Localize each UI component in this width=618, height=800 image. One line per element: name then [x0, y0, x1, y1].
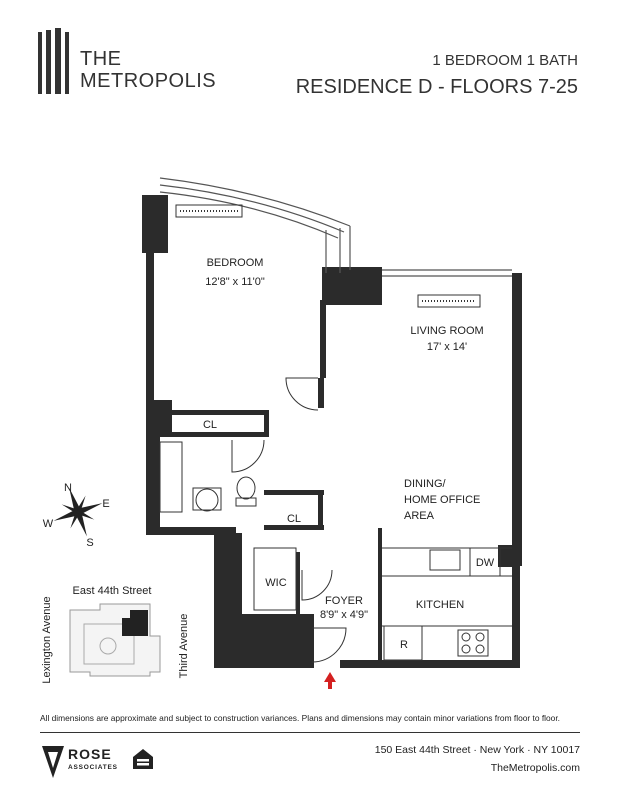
address: 150 East 44th Street · New York · NY 100… [374, 744, 580, 756]
company-subtitle: ASSOCIATES [68, 764, 118, 771]
bedroom-window [159, 177, 351, 273]
compass-e: E [102, 498, 109, 510]
bedroom-radiator [175, 204, 243, 218]
compass-icon [53, 487, 103, 537]
keyplan-left-street: Lexington Avenue [41, 596, 53, 683]
brand-line1: THE [80, 48, 122, 70]
bathtub [159, 441, 183, 513]
closet-label-2: CL [287, 513, 301, 525]
doors [231, 377, 347, 663]
bedroom-dims: 12'8" x 11'0" [205, 276, 265, 288]
foyer-dims: 8'9" x 4'9" [320, 609, 368, 621]
living-radiator [417, 294, 481, 308]
kitchen-label: KITCHEN [416, 599, 464, 611]
kitchen-sink [429, 549, 461, 571]
closet-label-1: CL [203, 419, 217, 431]
disclaimer: All dimensions are approximate and subje… [40, 713, 560, 723]
toilet [236, 476, 256, 500]
website-link[interactable]: TheMetropolis.com [490, 762, 580, 774]
company-name: ROSE [68, 746, 112, 762]
keyplan-top-street: East 44th Street [73, 585, 152, 597]
living-window [382, 269, 512, 277]
metropolis-logo-icon [38, 28, 69, 94]
refrigerator-label: R [400, 639, 408, 651]
bedroom-label: BEDROOM [207, 257, 264, 269]
dining-label-2: HOME OFFICE [404, 494, 480, 506]
compass-w: W [43, 518, 54, 530]
equal-housing-icon [133, 749, 153, 769]
dining-label-3: AREA [404, 510, 435, 522]
refrigerator [383, 625, 423, 661]
brand-line2: METROPOLIS [80, 70, 217, 92]
wic-label: WIC [265, 577, 286, 589]
compass-n: N [64, 482, 72, 494]
living-room-dims: 17' x 14' [427, 341, 467, 353]
sink [195, 488, 219, 512]
brand-name: THE METROPOLIS [80, 48, 216, 92]
rose-associates-logo-icon [42, 746, 64, 778]
residence-title: RESIDENCE D - FLOORS 7-25 [295, 76, 578, 98]
dining-label-1: DINING/ [404, 478, 447, 490]
footer-divider [40, 732, 580, 733]
keyplan-right-street: Third Avenue [178, 614, 190, 679]
cooktop [457, 629, 489, 657]
unit-type: 1 BEDROOM 1 BATH [432, 52, 578, 69]
compass-s: S [86, 537, 93, 549]
dishwasher-label: DW [476, 557, 495, 569]
walls [142, 195, 522, 668]
foyer-label: FOYER [325, 595, 363, 607]
living-room-label: LIVING ROOM [410, 325, 483, 337]
entry-arrow-icon [324, 672, 336, 689]
key-plan: East 44th Street Lexington Avenue Third … [41, 585, 190, 684]
